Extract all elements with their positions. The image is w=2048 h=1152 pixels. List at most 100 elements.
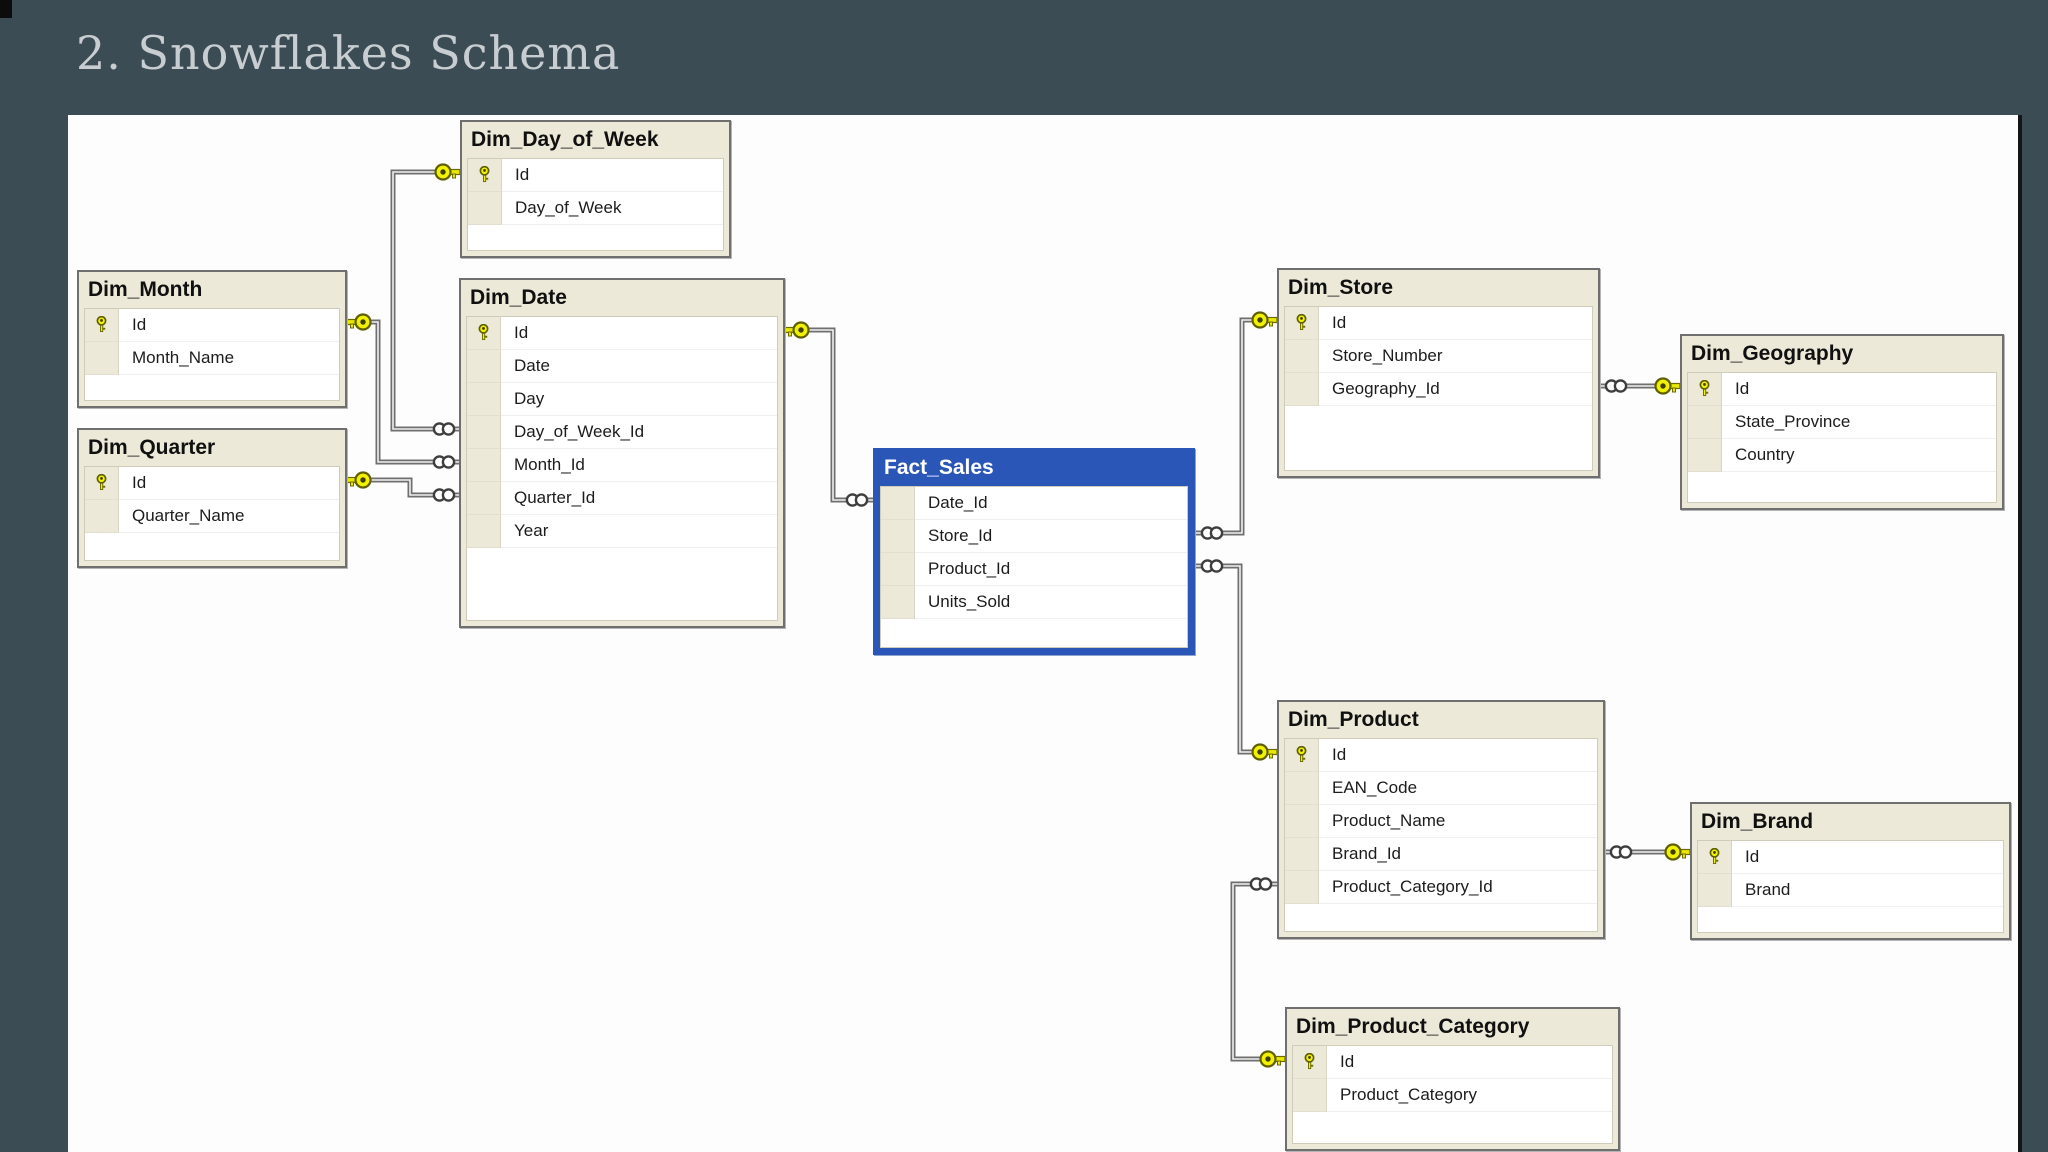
row-gutter: [1285, 805, 1319, 838]
column-row-country[interactable]: Country: [1688, 439, 1996, 472]
column-row-store_id[interactable]: Store_Id: [881, 520, 1187, 553]
column-name: Month_Name: [119, 342, 339, 375]
column-name: Day: [501, 383, 777, 416]
column-name: Date_Id: [915, 487, 1187, 520]
column-row-id[interactable]: Id: [85, 309, 339, 342]
column-name: Product_Category_Id: [1319, 871, 1597, 904]
column-row-units_sold[interactable]: Units_Sold: [881, 586, 1187, 619]
row-gutter: [1285, 871, 1319, 904]
slide-title: 2. Snowflakes Schema: [76, 26, 621, 80]
column-row-id[interactable]: Id: [1293, 1046, 1612, 1079]
column-row-id[interactable]: Id: [1285, 307, 1592, 340]
column-row-id[interactable]: Id: [1698, 841, 2003, 874]
column-row-month_id[interactable]: Month_Id: [467, 449, 777, 482]
column-row-day_of_week_id[interactable]: Day_of_Week_Id: [467, 416, 777, 449]
column-row-quarter_name[interactable]: Quarter_Name: [85, 500, 339, 533]
row-gutter: [1293, 1079, 1327, 1112]
column-row-id[interactable]: Id: [1285, 739, 1597, 772]
column-name: Country: [1722, 439, 1996, 472]
corner-mark: [0, 0, 12, 18]
table-title-dim_store[interactable]: Dim_Store: [1288, 276, 1394, 299]
row-gutter: [1285, 373, 1319, 406]
column-row-brand_id[interactable]: Brand_Id: [1285, 838, 1597, 871]
table-title-fact_sales[interactable]: Fact_Sales: [884, 456, 994, 479]
row-gutter: [85, 500, 119, 533]
primary-key-icon: [467, 317, 501, 350]
column-name: State_Province: [1722, 406, 1996, 439]
column-name: Day_of_Week_Id: [501, 416, 777, 449]
column-row-product_name[interactable]: Product_Name: [1285, 805, 1597, 838]
column-row-ean_code[interactable]: EAN_Code: [1285, 772, 1597, 805]
table-title-dim_geography[interactable]: Dim_Geography: [1691, 342, 1854, 365]
column-name: Geography_Id: [1319, 373, 1592, 406]
column-row-product_category[interactable]: Product_Category: [1293, 1079, 1612, 1112]
primary-key-icon: [1285, 739, 1319, 772]
column-row-day[interactable]: Day: [467, 383, 777, 416]
table-title-dim_day_of_week[interactable]: Dim_Day_of_Week: [471, 128, 659, 151]
column-row-product_category_id[interactable]: Product_Category_Id: [1285, 871, 1597, 904]
column-name: Day_of_Week: [502, 192, 723, 225]
column-row-date_id[interactable]: Date_Id: [881, 487, 1187, 520]
column-row-quarter_id[interactable]: Quarter_Id: [467, 482, 777, 515]
row-gutter: [1285, 772, 1319, 805]
column-row-id[interactable]: Id: [85, 467, 339, 500]
column-row-brand[interactable]: Brand: [1698, 874, 2003, 907]
column-row-id[interactable]: Id: [1688, 373, 1996, 406]
row-gutter: [1285, 340, 1319, 373]
row-gutter: [1285, 838, 1319, 871]
primary-key-icon: [1285, 307, 1319, 340]
row-gutter: [1688, 406, 1722, 439]
column-row-year[interactable]: Year: [467, 515, 777, 548]
table-title-dim_month[interactable]: Dim_Month: [88, 278, 203, 301]
table-title-dim_product_category[interactable]: Dim_Product_Category: [1296, 1015, 1530, 1038]
column-name: Month_Id: [501, 449, 777, 482]
table-title-dim_date[interactable]: Dim_Date: [470, 286, 567, 309]
column-row-geography_id[interactable]: Geography_Id: [1285, 373, 1592, 406]
column-name: Id: [502, 159, 723, 192]
row-gutter: [881, 553, 915, 586]
table-title-dim_brand[interactable]: Dim_Brand: [1701, 810, 1814, 833]
column-row-store_number[interactable]: Store_Number: [1285, 340, 1592, 373]
row-gutter: [881, 487, 915, 520]
column-row-id[interactable]: Id: [468, 159, 723, 192]
column-name: Brand_Id: [1319, 838, 1597, 871]
column-row-date[interactable]: Date: [467, 350, 777, 383]
column-name: Date: [501, 350, 777, 383]
column-name: Product_Category: [1327, 1079, 1612, 1112]
primary-key-icon: [85, 309, 119, 342]
column-row-id[interactable]: Id: [467, 317, 777, 350]
table-title-dim_product[interactable]: Dim_Product: [1288, 708, 1419, 731]
column-name: Id: [501, 317, 777, 350]
column-name: Product_Id: [915, 553, 1187, 586]
table-title-dim_quarter[interactable]: Dim_Quarter: [88, 436, 216, 459]
row-gutter: [467, 350, 501, 383]
column-row-month_name[interactable]: Month_Name: [85, 342, 339, 375]
column-row-state_province[interactable]: State_Province: [1688, 406, 1996, 439]
column-name: Id: [1319, 307, 1592, 340]
row-gutter: [467, 383, 501, 416]
column-row-day_of_week[interactable]: Day_of_Week: [468, 192, 723, 225]
primary-key-icon: [1698, 841, 1732, 874]
row-gutter: [467, 449, 501, 482]
column-row-product_id[interactable]: Product_Id: [881, 553, 1187, 586]
row-gutter: [881, 520, 915, 553]
row-gutter: [468, 192, 502, 225]
row-gutter: [881, 586, 915, 619]
